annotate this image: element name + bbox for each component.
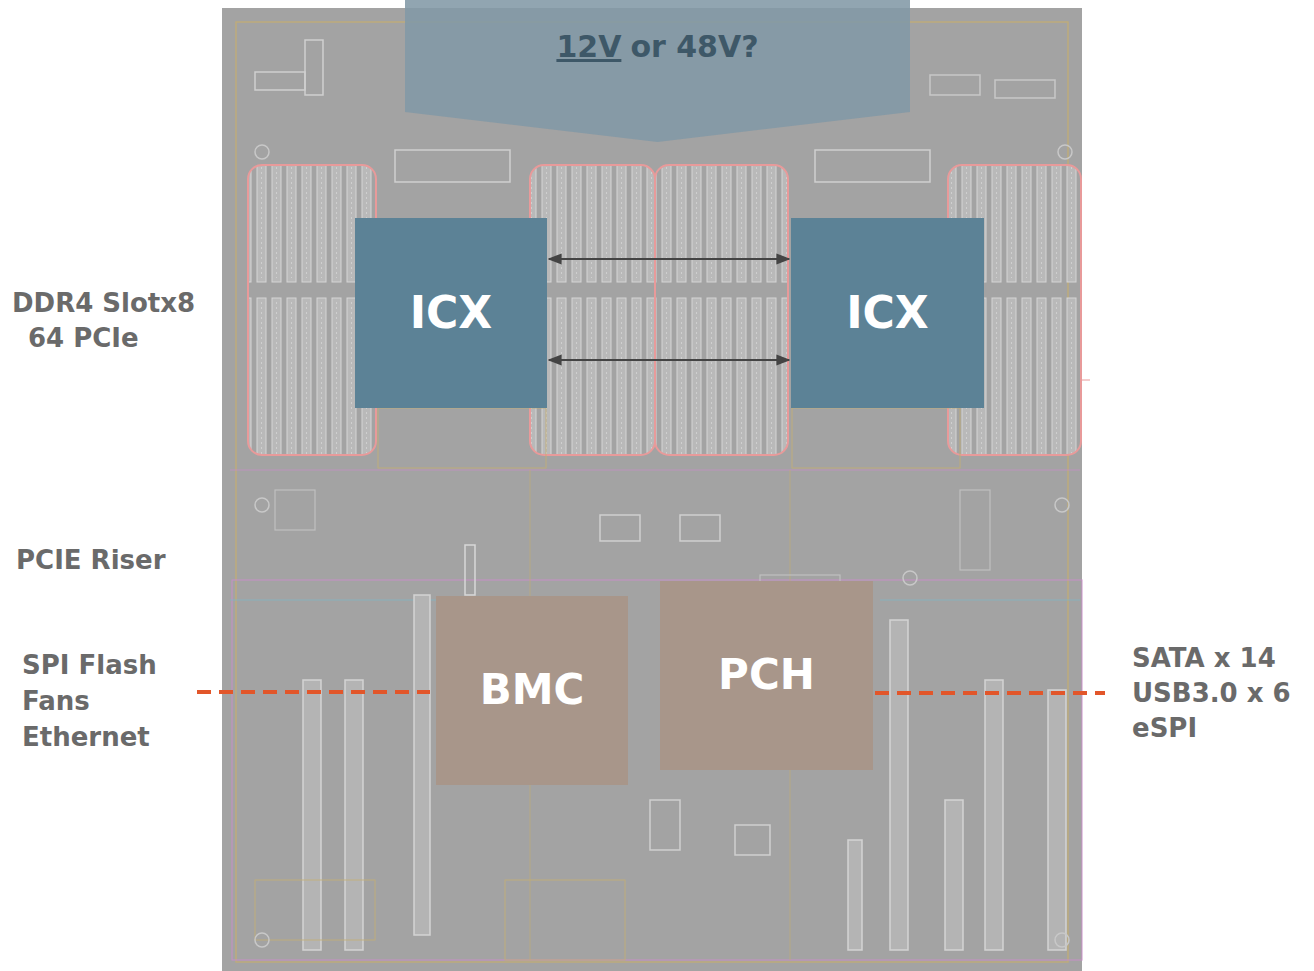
connector (680, 515, 720, 541)
component (275, 490, 315, 530)
callout-label: eSPI (1132, 715, 1197, 741)
component (960, 490, 990, 570)
pcie-riser-slot (345, 680, 363, 950)
pcie-riser-slot (945, 800, 963, 950)
connector (600, 515, 640, 541)
pcie-riser-slot (414, 595, 430, 935)
callout-label: DDR4 Slotx8 (12, 290, 195, 316)
leader-line (875, 691, 1105, 695)
socket-outline (792, 408, 960, 468)
socket-outline (378, 408, 546, 468)
connector (255, 72, 305, 90)
pcie-riser-slot (1048, 690, 1066, 950)
vr-components (395, 150, 510, 182)
bmc-box: BMC (436, 596, 628, 785)
mounting-hole (255, 498, 269, 512)
pcie-riser-slot (303, 680, 321, 950)
mounting-hole (255, 145, 269, 159)
component (735, 825, 770, 855)
connector (930, 75, 980, 95)
pcie-riser-slot (890, 620, 908, 950)
board-outline (236, 22, 1068, 962)
node-label: PCH (718, 651, 815, 699)
trace-line (230, 470, 1080, 471)
connector (465, 545, 475, 595)
cpu-box: ICX (355, 218, 547, 408)
connector (305, 40, 323, 95)
mounting-hole (1055, 933, 1069, 947)
callout-label: 64 PCIe (28, 325, 139, 351)
node-label: BMC (480, 666, 585, 714)
trace-line (230, 600, 440, 601)
node-label: ICX (846, 288, 929, 339)
bus-arrow (549, 258, 789, 260)
callout-label: SATA x 14 (1132, 645, 1276, 671)
board-outline (232, 580, 1082, 960)
cpu-box: ICX (791, 218, 984, 408)
bus-arrow (549, 359, 789, 361)
dimm-slots (530, 165, 655, 455)
callout-label: Fans (22, 688, 90, 714)
banner-text: or 48V? (630, 30, 758, 65)
vr-components (815, 150, 930, 182)
trace-line (880, 600, 1080, 601)
voltage-banner: 12V or 48V? (405, 0, 910, 142)
mounting-hole (255, 933, 269, 947)
mounting-hole (1055, 498, 1069, 512)
callout-label: USB3.0 x 6 (1132, 680, 1291, 706)
pch-box: PCH (660, 581, 873, 770)
leader-line (197, 690, 430, 694)
banner-text: 12V (556, 30, 621, 65)
pcie-riser-slot (848, 840, 862, 950)
trace-line (1082, 380, 1090, 381)
pcie-riser-slot (985, 680, 1003, 950)
component (650, 800, 680, 850)
pcb-ground (222, 8, 1082, 971)
callout-label: PCIE Riser (16, 547, 166, 573)
banner-shape (405, 0, 910, 142)
node-label: ICX (410, 288, 493, 339)
component (255, 880, 375, 940)
dimm-slots (655, 165, 788, 455)
callout-label: Ethernet (22, 724, 150, 750)
banner-shape (405, 0, 910, 142)
component (505, 880, 625, 960)
connector (995, 80, 1055, 98)
mounting-hole (903, 571, 917, 585)
mounting-hole (1058, 145, 1072, 159)
callout-label: SPI Flash (22, 652, 157, 678)
